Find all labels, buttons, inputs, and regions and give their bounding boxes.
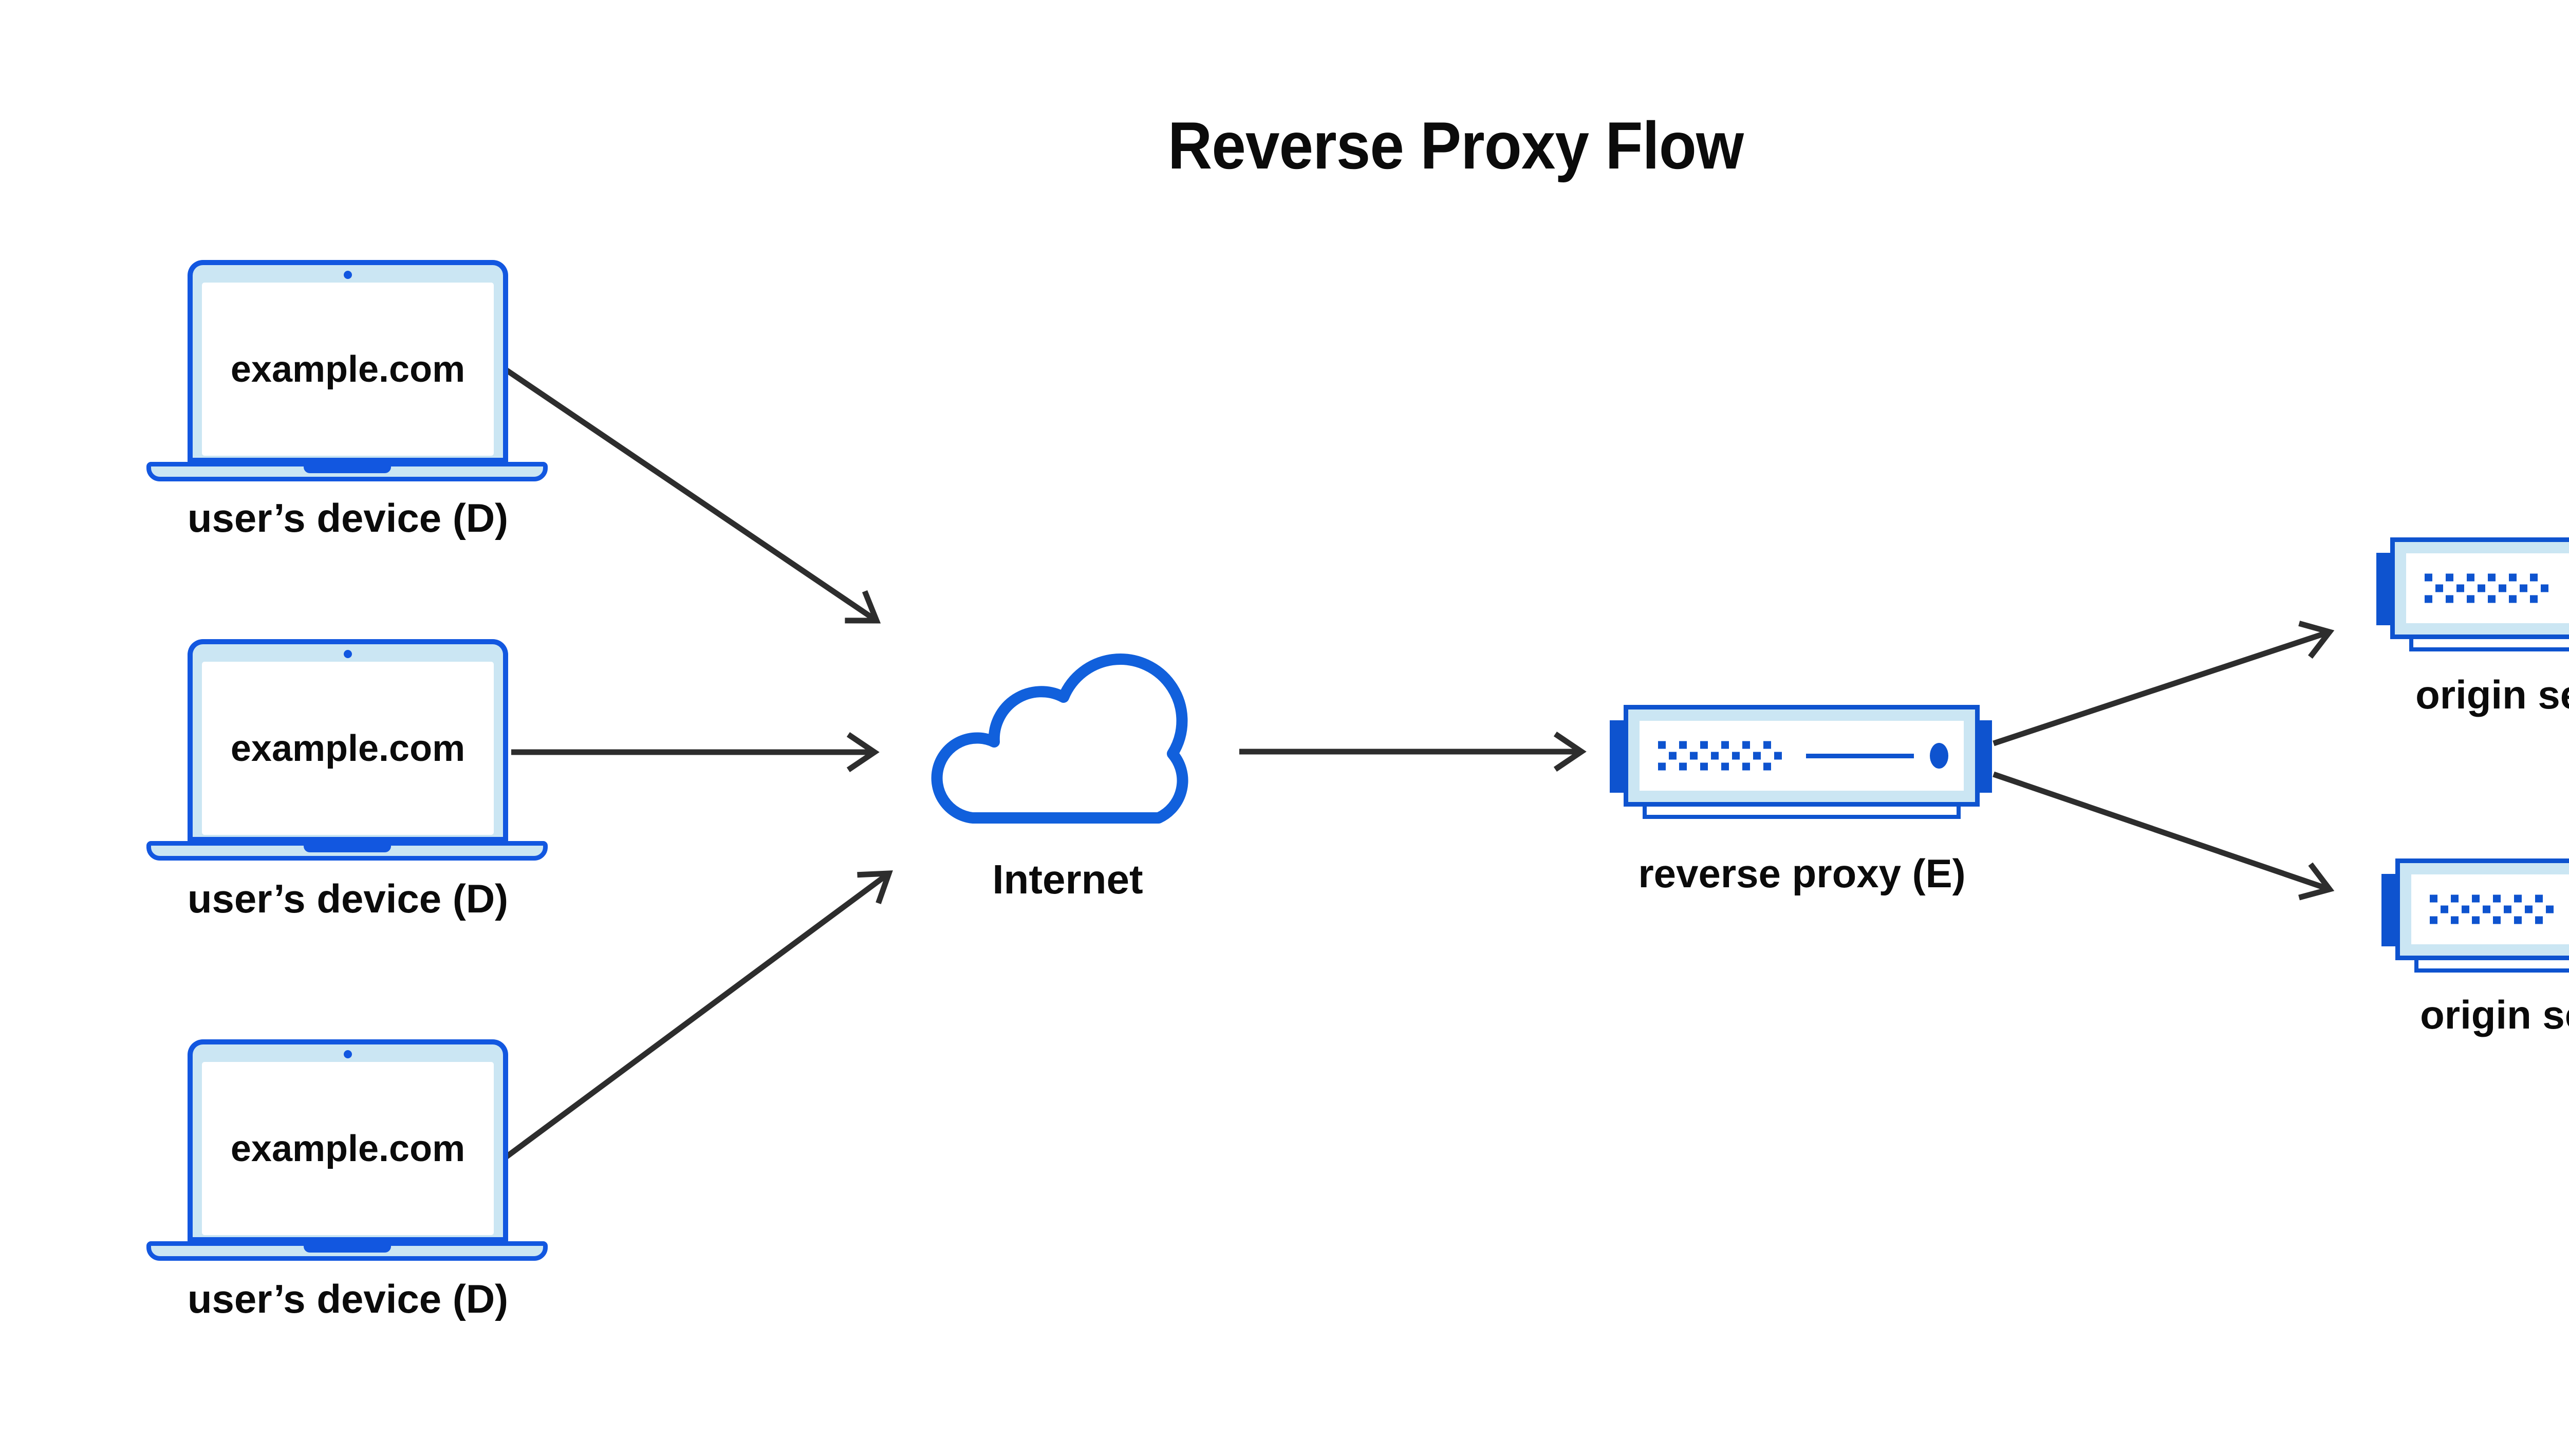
laptop-icon: example.com xyxy=(146,260,548,486)
device-screen-url: example.com xyxy=(230,348,466,390)
rack-server-icon xyxy=(2381,858,2569,973)
laptop-notch xyxy=(303,1245,391,1253)
laptop-base xyxy=(146,462,548,481)
origin-1-label: origin server (F) xyxy=(2415,672,2569,717)
camera-dot-icon xyxy=(344,650,352,658)
server-body xyxy=(1624,705,1980,807)
internet-label: Internet xyxy=(992,856,1143,902)
laptop-body: example.com xyxy=(188,1039,508,1242)
laptop-screen: example.com xyxy=(202,283,494,456)
camera-dot-icon xyxy=(344,271,352,279)
cloud-icon xyxy=(931,654,1188,824)
proxy-label: reverse proxy (E) xyxy=(1638,851,1966,896)
laptop-icon: example.com xyxy=(146,1039,548,1265)
arrow-proxy-to-origin1 xyxy=(1993,621,2335,746)
laptop-base xyxy=(146,841,548,861)
laptop-notch xyxy=(303,465,391,473)
arrow-proxy-to-origin2 xyxy=(1993,771,2335,901)
vent-dots-icon xyxy=(2430,894,2554,924)
laptop-icon: example.com xyxy=(146,639,548,865)
laptop-screen: example.com xyxy=(202,662,494,835)
server-front-panel xyxy=(1640,721,1964,791)
rack-server-icon xyxy=(2376,537,2569,651)
server-front-panel xyxy=(2411,874,2569,944)
laptop-base xyxy=(146,1241,548,1261)
device-2-label: user’s device (D) xyxy=(187,876,509,921)
rack-server-icon xyxy=(1610,705,1992,819)
laptop-screen: example.com xyxy=(202,1062,494,1235)
device-3-label: user’s device (D) xyxy=(187,1276,509,1321)
server-body xyxy=(2390,537,2569,639)
arrow-device3-to-internet xyxy=(504,870,893,1160)
drive-slot-line xyxy=(1806,754,1914,758)
vent-dots-icon xyxy=(1658,741,1782,771)
device-1-label: user’s device (D) xyxy=(187,495,509,540)
laptop-notch xyxy=(303,845,391,852)
camera-dot-icon xyxy=(344,1050,352,1058)
vent-dots-icon xyxy=(2425,573,2549,603)
arrow-device1-to-internet xyxy=(504,367,881,624)
page-title: Reverse Proxy Flow xyxy=(1167,108,1744,183)
origin-2-label: origin server (F) xyxy=(2420,992,2569,1037)
device-screen-url: example.com xyxy=(230,727,466,769)
laptop-body: example.com xyxy=(188,260,508,463)
laptop-body: example.com xyxy=(188,639,508,842)
server-body xyxy=(2395,858,2569,960)
device-screen-url: example.com xyxy=(230,1128,466,1169)
power-led-icon xyxy=(1930,743,1948,769)
server-front-panel xyxy=(2406,553,2569,623)
